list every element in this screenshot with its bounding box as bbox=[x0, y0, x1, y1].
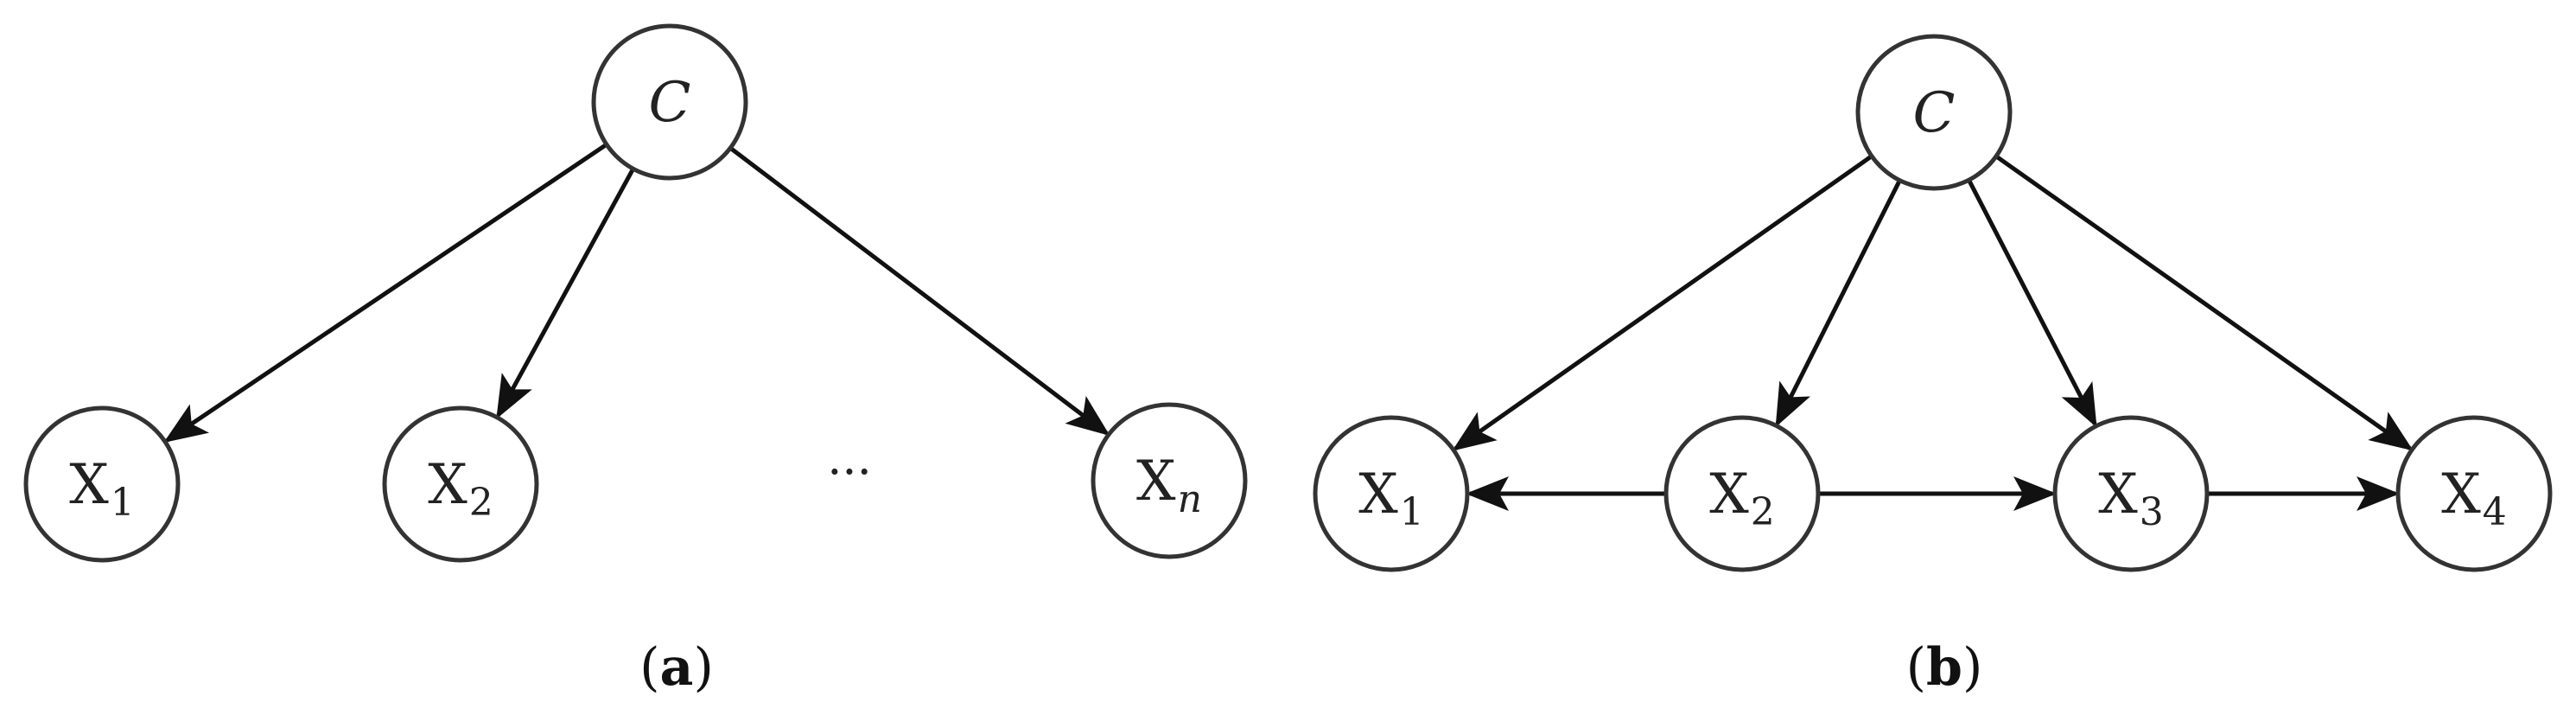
node-b-X2: X2 bbox=[1663, 415, 1821, 572]
node-label-main: X bbox=[2098, 463, 2138, 527]
node-label-subscript: 2 bbox=[469, 481, 493, 525]
node-circle bbox=[2395, 415, 2553, 572]
node-label-main: C bbox=[649, 71, 691, 135]
edge-a-C-to-a-X2 bbox=[496, 169, 634, 419]
node-label: Xn bbox=[1136, 450, 1202, 521]
node-a-X1: X1 bbox=[23, 405, 181, 563]
node-label: C bbox=[649, 71, 691, 135]
node-label-subscript: 1 bbox=[111, 481, 135, 525]
node-a-X2: X2 bbox=[382, 405, 539, 563]
edge-b-C-to-b-X4 bbox=[1996, 155, 2414, 451]
edge-a-C-to-a-Xn bbox=[730, 147, 1110, 437]
node-label-main: C bbox=[1913, 81, 1956, 145]
node-circle bbox=[382, 405, 539, 563]
node-b-X1: X1 bbox=[1313, 415, 1470, 572]
node-label-subscript: 2 bbox=[1751, 490, 1775, 534]
panel-a-edges bbox=[163, 144, 1110, 443]
node-label-subscript: n bbox=[1178, 477, 1202, 521]
node-b-X4: X4 bbox=[2395, 415, 2553, 572]
node-label: X1 bbox=[1358, 463, 1424, 534]
panel-b-letter: b bbox=[1926, 637, 1962, 698]
node-label-subscript: 4 bbox=[2483, 490, 2507, 534]
edge-b-C-to-b-X2 bbox=[1775, 181, 1901, 428]
panel-a-ellipsis: ... bbox=[827, 431, 872, 485]
node-label-main: X bbox=[428, 453, 467, 517]
node-label-main: X bbox=[2441, 463, 2481, 527]
node-a-C: C bbox=[591, 23, 748, 181]
node-a-Xn: Xn bbox=[1091, 402, 1248, 559]
edge-a-C-to-a-X1 bbox=[163, 144, 607, 443]
edge-b-C-to-b-X1 bbox=[1452, 155, 1872, 451]
node-b-C: C bbox=[1855, 34, 2013, 191]
node-label-main: X bbox=[69, 453, 109, 517]
node-label-subscript: 3 bbox=[2140, 490, 2164, 534]
edge-b-C-to-b-X3 bbox=[1968, 180, 2097, 428]
node-label: X2 bbox=[428, 453, 493, 525]
node-label-main: X bbox=[1709, 463, 1749, 527]
node-label: X4 bbox=[2441, 463, 2507, 534]
node-circle bbox=[23, 405, 181, 563]
panel-b-caption: (b) bbox=[1906, 637, 1983, 698]
node-label: X2 bbox=[1709, 463, 1775, 534]
node-circle bbox=[1663, 415, 1821, 572]
node-circle bbox=[1855, 34, 2013, 191]
node-label-main: X bbox=[1358, 463, 1398, 527]
node-b-X3: X3 bbox=[2052, 415, 2210, 572]
node-label-main: X bbox=[1136, 450, 1176, 514]
node-label: C bbox=[1913, 81, 1956, 145]
panel-a-letter: a bbox=[660, 637, 694, 698]
node-circle bbox=[591, 23, 748, 181]
panel-a-caption: (a) bbox=[639, 637, 714, 698]
node-circle bbox=[1313, 415, 1470, 572]
panel-b-edges bbox=[1452, 155, 2414, 511]
node-label: X1 bbox=[69, 453, 135, 525]
node-label-subscript: 1 bbox=[1400, 490, 1424, 534]
node-label: X3 bbox=[2098, 463, 2164, 534]
node-circle bbox=[2052, 415, 2210, 572]
node-circle bbox=[1091, 402, 1248, 559]
